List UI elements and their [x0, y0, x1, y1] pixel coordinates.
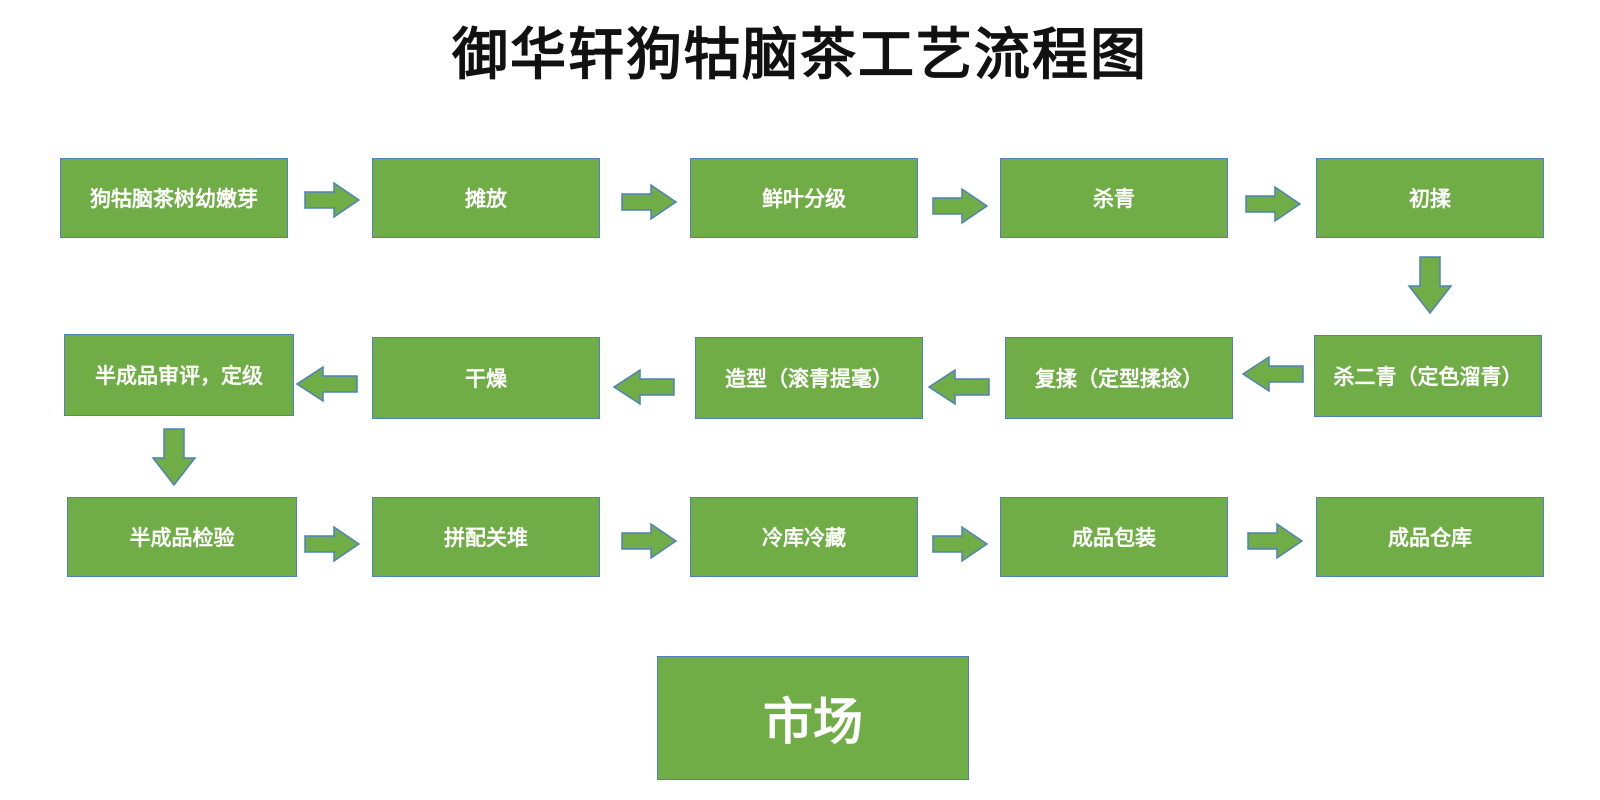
- step-fixing: 杀青: [1000, 158, 1228, 238]
- arrow-right-icon: [1247, 522, 1304, 560]
- step-half-product-review: 半成品审评，定级: [64, 334, 294, 416]
- step-re-rolling: 复揉（定型揉捻）: [1005, 337, 1233, 419]
- step-initial-rolling: 初揉: [1316, 158, 1544, 238]
- step-blending: 拼配关堆: [372, 497, 600, 577]
- arrow-down-icon: [1407, 256, 1453, 315]
- step-packaging: 成品包装: [1000, 497, 1228, 577]
- arrow-left-icon: [612, 368, 675, 406]
- step-market: 市场: [657, 656, 969, 780]
- step-drying: 干燥: [372, 337, 600, 419]
- step-second-fixing: 杀二青（定色溜青）: [1314, 335, 1542, 417]
- arrow-right-icon: [932, 525, 989, 563]
- step-half-product-inspection: 半成品检验: [67, 497, 297, 577]
- arrow-down-icon: [151, 428, 197, 487]
- step-tender-buds: 狗牯脑茶树幼嫩芽: [60, 158, 288, 238]
- arrow-right-icon: [304, 525, 361, 563]
- arrow-right-icon: [621, 183, 678, 221]
- arrow-left-icon: [927, 368, 990, 406]
- arrow-right-icon: [1245, 185, 1302, 223]
- page-title: 御华轩狗牯脑茶工艺流程图: [452, 22, 1148, 88]
- step-warehouse: 成品仓库: [1316, 497, 1544, 577]
- arrow-right-icon: [621, 522, 678, 560]
- arrow-right-icon: [304, 181, 361, 219]
- step-shaping: 造型（滚青提毫）: [695, 337, 923, 419]
- arrow-right-icon: [932, 187, 989, 225]
- step-spreading: 摊放: [372, 158, 600, 238]
- arrow-left-icon: [295, 365, 358, 403]
- arrow-left-icon: [1241, 355, 1304, 393]
- step-cold-storage: 冷库冷藏: [690, 497, 918, 577]
- step-leaf-grading: 鲜叶分级: [690, 158, 918, 238]
